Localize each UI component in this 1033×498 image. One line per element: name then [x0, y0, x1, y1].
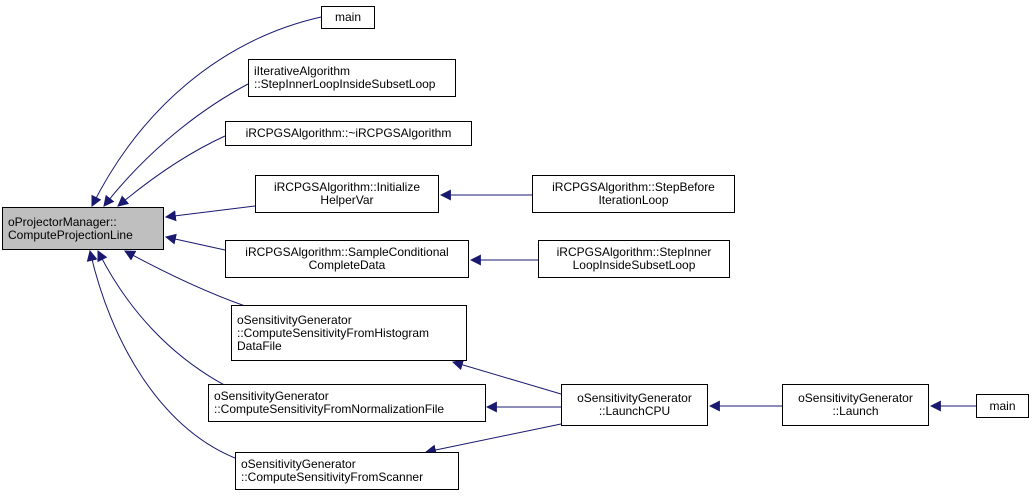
node-label-line: iRCPGSAlgorithm::Initialize [273, 180, 421, 194]
node-sensitivity-launch[interactable]: oSensitivityGenerator ::Launch [782, 384, 929, 426]
node-label-line: ::ComputeSensitivityFromHistogram [237, 325, 430, 340]
node-label-line: DataFile [237, 338, 282, 353]
node-label-line: ::StepInnerLoopInsideSubsetLoop [254, 77, 436, 91]
node-label-line: iRCPGSAlgorithm::~iRCPGSAlgorithm [245, 126, 452, 140]
node-label-line: HelperVar [320, 193, 374, 207]
node-label-line: oProjectorManager:: [8, 214, 117, 229]
node-label-line: iIterativeAlgorithm [254, 64, 351, 78]
edge-normFile-to-focus [97, 250, 241, 394]
node-main-top[interactable]: main [321, 6, 375, 29]
edge-iterative-to-focus [103, 83, 249, 207]
node-label-line: main [989, 398, 1016, 413]
node-label-line: ::ComputeSensitivityFromNormalizationFil… [214, 402, 445, 416]
node-label-line: ComputeProjectionLine [8, 227, 133, 242]
node-label-line: ::ComputeSensitivityFromScanner [241, 470, 424, 484]
node-label-line: iRCPGSAlgorithm::SampleConditional [245, 245, 449, 259]
edge-launchCPU-to-scanner [424, 423, 562, 456]
node-label-line: oSensitivityGenerator [237, 312, 352, 327]
edge-main1-to-focus [91, 16, 322, 207]
edge-initHelper-to-focus [164, 205, 256, 222]
node-sensitivity-from-scanner[interactable]: oSensitivityGenerator ::ComputeSensitivi… [235, 452, 459, 490]
node-label-line: main [334, 10, 361, 24]
node-rcpgs-sample-conditional[interactable]: iRCPGSAlgorithm::SampleConditional Compl… [225, 240, 469, 278]
node-label-line: iRCPGSAlgorithm::StepInner [556, 245, 712, 259]
node-rcpgs-step-before-iteration[interactable]: iRCPGSAlgorithm::StepBefore IterationLoo… [532, 175, 735, 213]
edge-launchCPU-to-histFile [451, 359, 562, 395]
node-label-line: iRCPGSAlgorithm::StepBefore [552, 180, 715, 194]
node-label-line: CompleteData [308, 258, 386, 272]
node-rcpgs-destructor[interactable]: iRCPGSAlgorithm::~iRCPGSAlgorithm [225, 121, 472, 146]
node-main-right[interactable]: main [976, 394, 1029, 418]
node-label-line: ::Launch [832, 404, 879, 418]
node-sensitivity-from-histogram[interactable]: oSensitivityGenerator ::ComputeSensitivi… [231, 305, 467, 361]
node-label-line: ::LaunchCPU [598, 404, 671, 418]
node-label-line: oSensitivityGenerator [241, 457, 356, 471]
node-compute-projection-line[interactable]: oProjectorManager:: ComputeProjectionLin… [2, 207, 164, 250]
node-rcpgs-initialize-helper-var[interactable]: iRCPGSAlgorithm::Initialize HelperVar [255, 175, 439, 213]
edge-histFile-to-focus [124, 250, 246, 307]
node-label-line: oSensitivityGenerator [214, 389, 329, 403]
edge-sampleCond-to-focus [164, 233, 226, 251]
node-sensitivity-from-normalization[interactable]: oSensitivityGenerator ::ComputeSensitivi… [208, 384, 486, 422]
node-label-line: LoopInsideSubsetLoop [572, 258, 696, 272]
node-sensitivity-launch-cpu[interactable]: oSensitivityGenerator ::LaunchCPU [561, 384, 708, 426]
node-label-line: IterationLoop [598, 193, 669, 207]
edge-scanner-to-focus [86, 249, 241, 461]
edge-destructor-to-focus [117, 135, 226, 207]
node-label-line: oSensitivityGenerator [577, 391, 692, 405]
node-label-line: oSensitivityGenerator [798, 391, 913, 405]
node-rcpgs-step-inner-loop[interactable]: iRCPGSAlgorithm::StepInner LoopInsideSub… [538, 240, 730, 278]
node-iterative-step-inner-loop[interactable]: iIterativeAlgorithm ::StepInnerLoopInsid… [248, 59, 456, 97]
